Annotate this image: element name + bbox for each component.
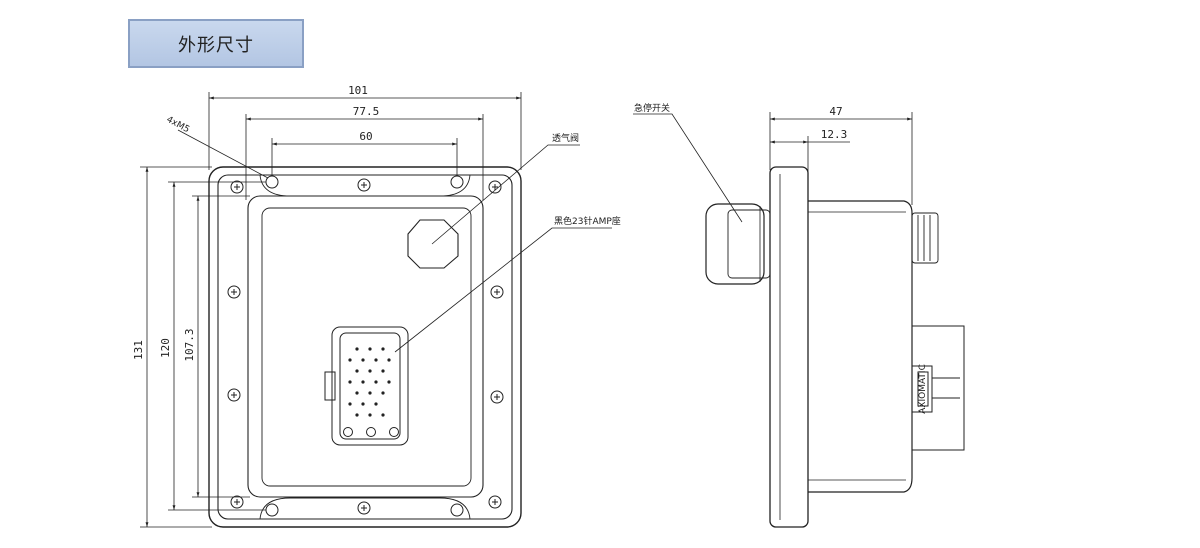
hole-label: 4xM5 bbox=[165, 115, 191, 135]
dim-height-107-3: 107.3 bbox=[183, 328, 196, 361]
outer-housing bbox=[208, 166, 522, 528]
amp-connector bbox=[324, 326, 409, 446]
dim-width-101: 101 bbox=[348, 84, 368, 97]
side-view bbox=[633, 112, 965, 528]
dim-height-120: 120 bbox=[159, 338, 172, 358]
connector-label: 黑色23针AMP座 bbox=[554, 215, 621, 227]
switch-leader bbox=[633, 113, 743, 223]
brand-stamp: AXIOMATIC bbox=[918, 364, 928, 414]
flange bbox=[217, 174, 513, 520]
mount-hole bbox=[450, 503, 464, 517]
vent-valve bbox=[407, 219, 459, 269]
hole-leader bbox=[177, 129, 269, 179]
side-connector bbox=[911, 325, 965, 451]
side-flange bbox=[769, 166, 809, 528]
vent-leader bbox=[431, 144, 580, 245]
front-view bbox=[140, 92, 612, 528]
vent-label: 透气阀 bbox=[552, 132, 579, 144]
height-dimensions bbox=[140, 166, 266, 528]
switch-label: 急停开关 bbox=[634, 102, 670, 114]
dim-depth-47: 47 bbox=[829, 105, 842, 118]
dim-width-60: 60 bbox=[359, 130, 372, 143]
inner-panel bbox=[247, 195, 484, 498]
connector-leader bbox=[394, 227, 612, 353]
side-body bbox=[808, 200, 913, 493]
mount-hole bbox=[265, 503, 279, 517]
inner-panel-edge bbox=[261, 207, 472, 487]
dim-depth-12-3: 12.3 bbox=[821, 128, 848, 141]
depth-dimensions bbox=[769, 112, 913, 205]
screw-set bbox=[227, 178, 504, 515]
side-vent bbox=[911, 212, 939, 264]
width-dimensions bbox=[208, 92, 522, 200]
section-title: 外形尺寸 bbox=[128, 19, 304, 68]
dim-width-77-5: 77.5 bbox=[353, 105, 380, 118]
mount-hole bbox=[450, 175, 464, 189]
estop-switch bbox=[705, 203, 765, 285]
dim-height-131: 131 bbox=[132, 340, 145, 360]
